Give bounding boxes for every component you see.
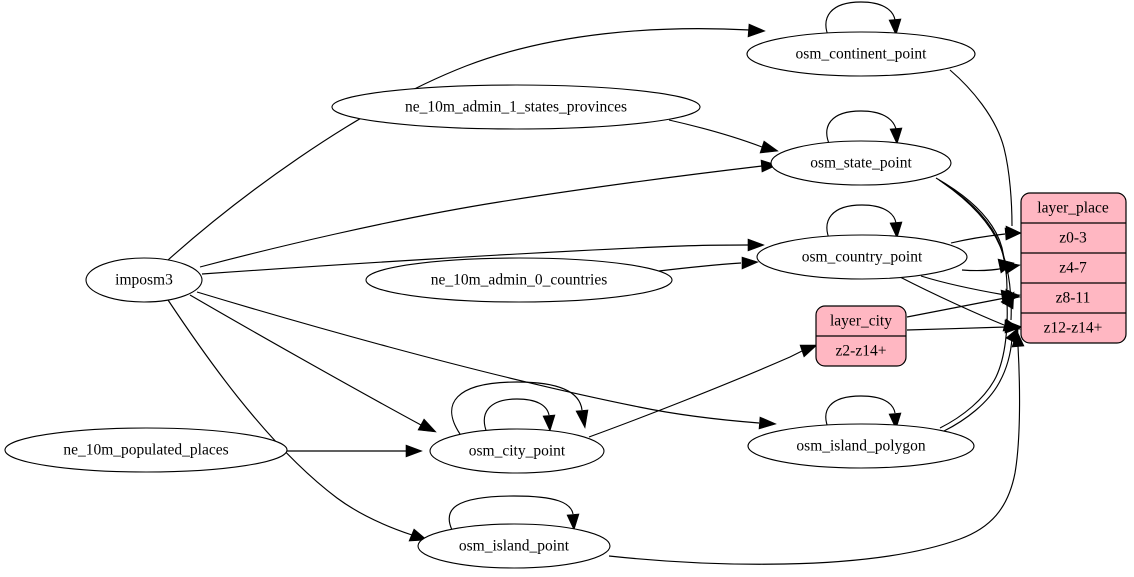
edge-imposm3-to-osm-city-point <box>189 294 437 433</box>
self-loop-osm-city-point-inner <box>483 398 556 434</box>
edge-imposm3-to-osm-island-polygon <box>196 291 777 430</box>
node-ne-10m-admin-0-countries[interactable]: ne_10m_admin_0_countries <box>365 257 673 303</box>
node-osm-city-point[interactable]: osm_city_point <box>429 428 605 474</box>
edge-ne-countries-to-osm-country-point <box>658 256 759 272</box>
self-loop-osm-country-point <box>826 204 903 242</box>
self-loop-osm-state-point <box>826 110 903 147</box>
edge-osm-country-point-to-layer-place-z4-7 <box>961 261 1021 275</box>
node-osm-island-polygon[interactable]: osm_island_polygon <box>747 423 975 469</box>
node-osm-island-point[interactable]: osm_island_point <box>417 523 611 569</box>
record-node-layer-city[interactable]: layer_city z2-z14+ <box>815 305 907 367</box>
edge-imposm3-to-osm-continent-point <box>167 23 766 261</box>
edge-layer <box>167 1 1025 565</box>
edge-osm-country-point-to-layer-place-z0-3 <box>950 227 1022 244</box>
edge-ne-places-to-osm-city-point <box>287 444 423 458</box>
self-loop-osm-island-point <box>448 495 580 531</box>
edge-layer-city-to-layer-place-z12 <box>906 320 1023 334</box>
record-node-layer-place[interactable]: layer_place z0-3 z4-7 z8-11 z12-z14+ <box>1020 192 1127 344</box>
edge-osm-island-point-to-layer-place-z12 <box>608 330 1025 565</box>
edge-osm-country-point-to-layer-place-z12 <box>899 276 1021 332</box>
node-osm-state-point[interactable]: osm_state_point <box>770 140 952 186</box>
node-layer: imposm3 ne_10m_admin_1_states_provinces … <box>4 31 976 569</box>
edge-osm-state-point-to-layer-place-z8-11 <box>938 179 1017 305</box>
edge-layer-city-to-layer-place-z8-11 <box>906 291 1021 318</box>
node-osm-continent-point[interactable]: osm_continent_point <box>746 31 976 77</box>
edge-osm-island-polygon-to-layer-place-z12 <box>943 327 1019 432</box>
node-ne-10m-admin-1-states-provinces[interactable]: ne_10m_admin_1_states_provinces <box>331 84 701 130</box>
node-osm-country-point[interactable]: osm_country_point <box>756 234 968 280</box>
edge-osm-city-point-to-layer-city <box>588 344 818 438</box>
edge-osm-island-polygon-to-layer-place-z8-11 <box>939 291 1015 429</box>
edge-imposm3-to-osm-island-point <box>167 299 428 542</box>
edge-ne-states-to-osm-state-point <box>668 119 779 154</box>
node-ne-10m-populated-places[interactable]: ne_10m_populated_places <box>4 427 288 473</box>
edge-osm-continent-point-to-layer-place-z0-3 <box>949 69 1022 240</box>
edge-imposm3-to-osm-country-point <box>201 238 765 275</box>
self-loop-osm-city-point-outer <box>451 381 589 435</box>
edge-imposm3-to-osm-state-point <box>199 159 778 268</box>
self-loop-osm-continent-point <box>825 1 902 39</box>
node-imposm3[interactable]: imposm3 <box>85 257 203 303</box>
self-loop-osm-island-polygon <box>825 395 902 431</box>
